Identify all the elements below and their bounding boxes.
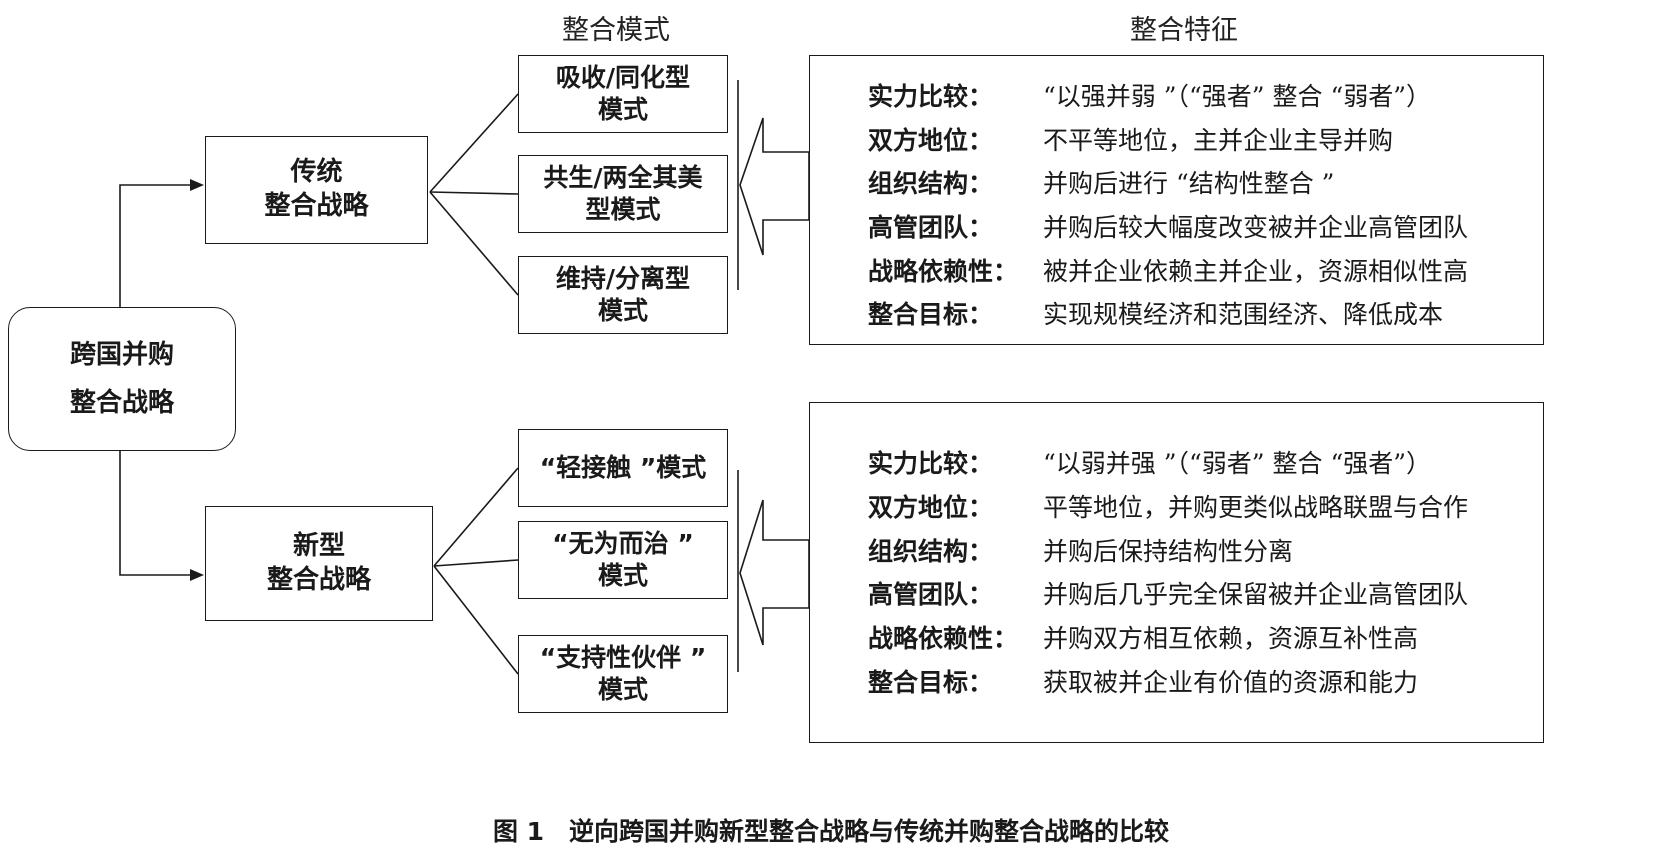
feature-label: 整合目标：: [868, 668, 994, 697]
feature-value: 并购后进行 “结构性整合 ”: [1043, 169, 1335, 198]
feature-label: 实力比较：: [868, 449, 994, 478]
mode-light-touch: “轻接触 ”模式: [518, 429, 728, 507]
feature-value: 被并企业依赖主并企业，资源相似性高: [1043, 257, 1469, 286]
new-title-line-2: 整合战略: [266, 564, 371, 595]
feature-value: 平等地位，并购更类似战略联盟与合作: [1043, 493, 1469, 522]
traditional-features-box: 实力比较： “以强并弱 ”（“强者” 整合 “弱者”） 双方地位： 不平等地位，…: [809, 55, 1544, 345]
fan-line-new-0: [433, 467, 519, 567]
mode-line: “无为而治 ”: [552, 528, 694, 558]
hollow-arrow-new: [739, 499, 810, 646]
fan-line-traditional-1: [429, 191, 519, 195]
mode-preservation: 维持/分离型 模式: [518, 256, 728, 334]
feature-label: 双方地位：: [868, 493, 994, 522]
root-to-traditional-line: [119, 184, 192, 307]
mode-symbiosis: 共生/两全其美 型模式: [518, 155, 728, 233]
mode-line: “轻接触 ”模式: [539, 452, 707, 482]
feature-label: 实力比较：: [868, 82, 994, 111]
mode-line: 吸收/同化型: [555, 62, 691, 92]
feature-value: 并购后几乎完全保留被并企业高管团队: [1043, 580, 1469, 609]
feature-value: 获取被并企业有价值的资源和能力: [1043, 668, 1419, 697]
feature-label: 组织结构：: [868, 169, 994, 198]
mode-line: 模式: [597, 675, 648, 704]
traditional-title-line-2: 整合战略: [264, 191, 369, 221]
fan-line-traditional-2: [429, 191, 519, 296]
mode-supportive-partner: “支持性伙伴 ” 模式: [518, 635, 728, 713]
fan-line-new-2: [433, 565, 519, 675]
mode-line: 模式: [597, 95, 648, 124]
mode-line: 模式: [597, 561, 648, 590]
feature-label: 双方地位：: [868, 126, 994, 155]
arrowhead-new: [190, 569, 204, 581]
feature-label: 高管团队：: [868, 213, 994, 242]
traditional-strategy-node: 传统 整合战略: [205, 136, 428, 244]
new-strategy-node: 新型 整合战略: [205, 506, 433, 621]
fan-line-traditional-0: [429, 93, 519, 193]
feature-label: 组织结构：: [868, 537, 994, 566]
header-modes: 整合模式: [562, 15, 670, 46]
feature-value: 并购后较大幅度改变被并企业高管团队: [1043, 213, 1469, 242]
root-line-1: 跨国并购: [69, 339, 174, 370]
feature-label: 战略依赖性：: [868, 624, 1019, 653]
root-node: 跨国并购 整合战略: [8, 307, 236, 451]
arrowhead-traditional: [190, 179, 204, 191]
feature-value: 不平等地位，主并企业主导并购: [1043, 126, 1394, 155]
fan-line-new-1: [433, 559, 519, 567]
traditional-title-line-1: 传统: [290, 157, 343, 188]
figure-caption: 图 1 逆向跨国并购新型整合战略与传统并购整合战略的比较: [492, 817, 1170, 846]
mode-line: “支持性伙伴 ”: [539, 642, 707, 672]
feature-value: 并购双方相互依赖，资源互补性高: [1043, 624, 1419, 653]
mode-line: 共生/两全其美: [543, 162, 703, 192]
header-features: 整合特征: [1130, 15, 1238, 46]
root-line-2: 整合战略: [69, 388, 174, 418]
mode-non-intervention: “无为而治 ” 模式: [518, 521, 728, 599]
mode-line: 模式: [597, 296, 648, 325]
feature-label: 整合目标：: [868, 300, 994, 329]
feature-label: 战略依赖性：: [868, 257, 1019, 286]
feature-value: “以弱并强 ”（“弱者” 整合 “强者”）: [1043, 449, 1432, 478]
feature-value: “以强并弱 ”（“强者” 整合 “弱者”）: [1043, 82, 1432, 111]
feature-label: 高管团队：: [868, 580, 994, 609]
new-features-box: 实力比较： “以弱并强 ”（“弱者” 整合 “强者”） 双方地位： 平等地位，并…: [809, 402, 1544, 743]
mode-line: 型模式: [585, 195, 661, 224]
feature-value: 实现规模经济和范围经济、降低成本: [1043, 300, 1444, 329]
feature-value: 并购后保持结构性分离: [1043, 537, 1294, 566]
mode-absorption: 吸收/同化型 模式: [518, 55, 728, 133]
root-to-new-line: [119, 451, 192, 576]
hollow-arrow-traditional: [739, 117, 810, 256]
new-title-line-1: 新型: [292, 530, 345, 561]
mode-line: 维持/分离型: [555, 263, 691, 293]
